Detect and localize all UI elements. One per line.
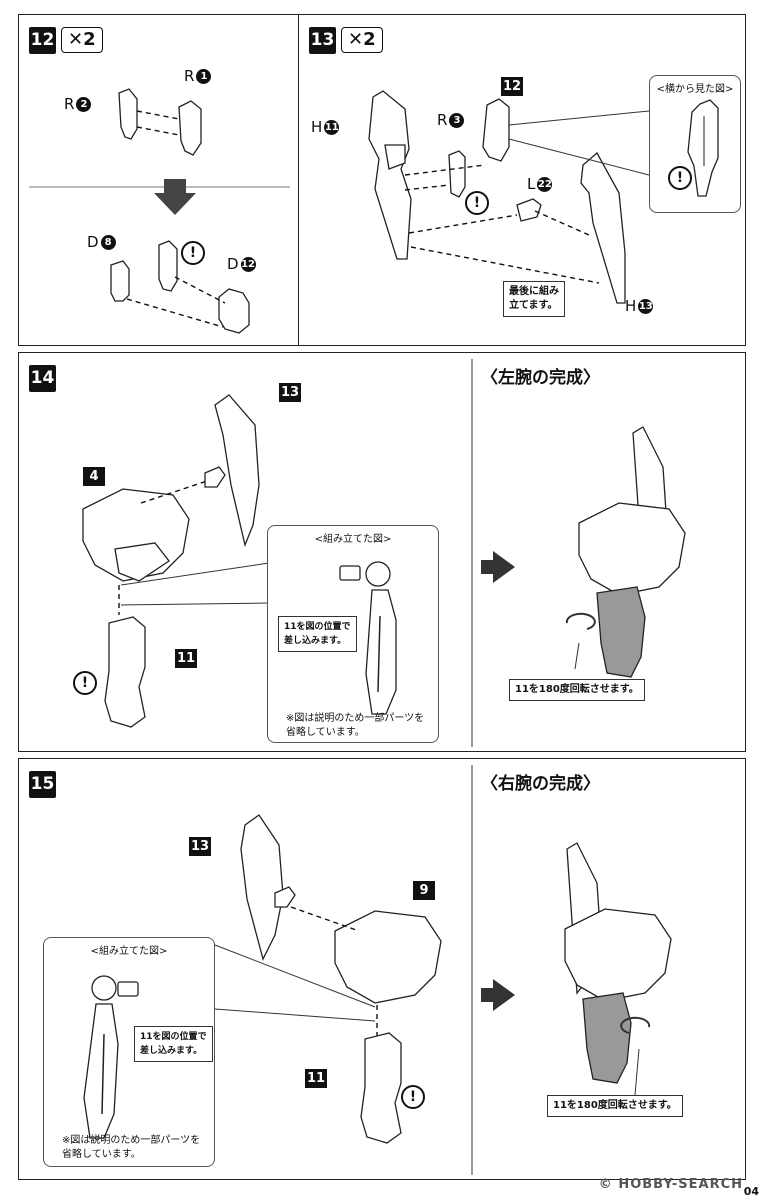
left-arm-complete-heading: 〈左腕の完成〉 xyxy=(481,368,600,388)
side-view-inset: <横から見た図> ! xyxy=(649,75,741,213)
step-12-top-diagram xyxy=(29,88,290,334)
assembled-view-inset: <組み立てた図> 11を図の位置で 差し込みます。 ※図は説明のため一部パーツを… xyxy=(43,937,215,1167)
right-arm-complete-heading: 〈右腕の完成〉 xyxy=(481,774,600,794)
step-15-panel: 15 13 9 11 ! <組み立てた図> 11を図の位置で 差し込みます。 xyxy=(18,758,746,1180)
assembly-order-note: 最後に組み 立てます。 xyxy=(503,281,565,317)
step-15-diagram xyxy=(214,765,672,1175)
quantity-multiplier: ✕2 xyxy=(341,27,383,53)
part-number-12: 12 xyxy=(501,77,524,96)
omission-caption: ※図は説明のため一部パーツを 省略しています。 xyxy=(286,713,425,738)
rotate-note: 11を180度回転させます。 xyxy=(509,679,645,701)
part-number-4: 4 xyxy=(83,467,105,486)
assembled-view-diagram xyxy=(83,975,139,1139)
caution-icon: ! xyxy=(465,191,489,215)
caution-icon: ! xyxy=(668,166,692,190)
insert-position-note: 11を図の位置で 差し込みます。 xyxy=(278,616,357,652)
side-view-title: <横から見た図> xyxy=(656,84,734,95)
step-number: 12 xyxy=(29,27,56,54)
assembled-view-diagram xyxy=(339,561,397,715)
watermark: © HOBBY-SEARCH xyxy=(598,1177,743,1192)
assembled-view-title: <組み立てた図> xyxy=(314,534,392,545)
omission-caption: ※図は説明のため一部パーツを 省略しています。 xyxy=(62,1135,201,1160)
assembled-view-title: <組み立てた図> xyxy=(90,946,168,957)
next-arrow-icon xyxy=(481,551,515,583)
part-number-11: 11 xyxy=(305,1069,328,1088)
step-number: 14 xyxy=(29,365,56,392)
step-14-panel: 14 13 4 11 ! <組み立てた図> 11を図の位置で 差し込みます。 xyxy=(18,352,746,752)
insert-position-note: 11を図の位置で 差し込みます。 xyxy=(134,1026,213,1062)
assembled-view-inset: <組み立てた図> 11を図の位置で 差し込みます。 ※図は説明のため一部パーツを… xyxy=(267,525,439,743)
step-number: 15 xyxy=(29,771,56,798)
caution-icon: ! xyxy=(73,671,97,695)
part-number-13: 13 xyxy=(279,383,302,402)
caution-icon: ! xyxy=(401,1085,425,1109)
rotate-note: 11を180度回転させます。 xyxy=(547,1095,683,1117)
part-number-9: 9 xyxy=(413,881,435,900)
quantity-multiplier: ✕2 xyxy=(61,27,103,53)
next-arrow-icon xyxy=(481,979,515,1011)
step-number: 13 xyxy=(309,27,336,54)
part-number-11: 11 xyxy=(175,649,198,668)
side-view-diagram xyxy=(687,99,719,197)
step-13-diagram xyxy=(368,90,650,304)
page-number: 04 xyxy=(743,1185,759,1198)
step-14-diagram xyxy=(82,359,686,747)
caution-icon: ! xyxy=(181,241,205,265)
part-number-13: 13 xyxy=(189,837,212,856)
